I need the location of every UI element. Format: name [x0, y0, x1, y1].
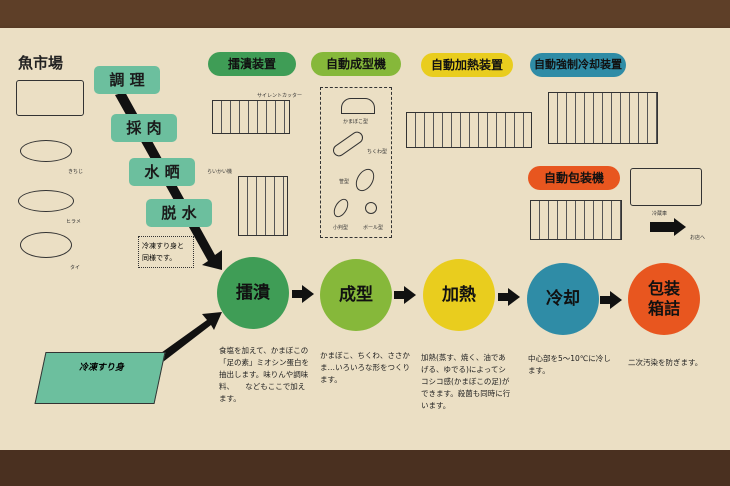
- raikai-machine-illustration: [238, 176, 288, 236]
- flow-arrowhead: [302, 285, 314, 303]
- step-preparation: 調 理: [94, 66, 160, 94]
- cooling-description: 中心部を5〜10℃に冷します。: [528, 354, 611, 375]
- flow-arrowhead: [610, 291, 622, 309]
- leaf-shape-icon: [352, 165, 378, 195]
- silent-cutter-illustration: [212, 100, 290, 134]
- step-water-rinse: 水 晒: [129, 158, 195, 186]
- fish-label: タイ: [70, 265, 81, 271]
- process-packaging: 包装箱詰: [628, 263, 700, 335]
- flow-arrowhead: [508, 288, 520, 306]
- kamaboko-shape-icon: [341, 98, 375, 114]
- ball-shape-icon: [365, 202, 377, 214]
- process-cooling: 冷却: [527, 263, 599, 335]
- flow-arrow: [394, 291, 404, 299]
- process-heating: 加熱: [423, 259, 495, 331]
- shape-label: 小判型: [333, 225, 349, 231]
- fish-icon: [20, 232, 72, 258]
- packaging-machine-illustration: [530, 200, 622, 240]
- process-packaging-label: 包装箱詰: [647, 279, 680, 318]
- fish-icon: [20, 140, 72, 162]
- grinding-description: 食塩を加えて、かまぼこの「足の素」ミオシン蛋白を抽出します。味りんや調味料、 な…: [219, 346, 309, 403]
- to-store-arrowhead: [674, 218, 686, 236]
- truck-icon: [16, 80, 84, 116]
- heating-description: 加熱(蒸す、焼く、油であげる、ゆでる)によってシコシコ感(かまぼこの足)ができま…: [421, 353, 511, 410]
- to-store-arrow: [650, 222, 674, 232]
- note-box: 冷凍すり身と同様です。: [138, 236, 194, 268]
- chikuwa-shape-icon: [330, 129, 366, 159]
- step-meat-extraction: 採 肉: [111, 114, 177, 142]
- flow-arrow: [600, 296, 610, 304]
- cutter-label: サイレントカッター: [257, 93, 303, 99]
- cooling-machine-illustration: [548, 92, 658, 144]
- shape-box: かまぼこ型 ちくわ型 笹型 小判型 ボール型: [320, 87, 392, 238]
- shape-label: 笹型: [339, 179, 350, 185]
- fish-label: ヒラメ: [66, 219, 81, 225]
- fish-icon: [18, 190, 74, 212]
- process-grinding: 擂潰: [217, 257, 289, 329]
- label-cooling-machine: 自動強制冷却装置: [530, 53, 626, 77]
- process-forming: 成型: [320, 259, 392, 331]
- packaging-description: 二次汚染を防ぎます。: [628, 358, 703, 367]
- to-store-label: お店へ: [690, 235, 706, 241]
- fish-label: きちじ: [68, 169, 84, 175]
- label-forming-machine: 自動成型機: [311, 52, 401, 76]
- heating-machine-illustration: [406, 112, 532, 148]
- frozen-surimi-block: 冷凍すり身: [34, 352, 166, 404]
- flow-arrowhead: [404, 286, 416, 304]
- flow-arrow: [498, 293, 508, 301]
- shape-label: ちくわ型: [367, 149, 388, 155]
- flow-arrow: [292, 290, 302, 298]
- step-dehydration: 脱 水: [146, 199, 212, 227]
- forming-description: かまぼこ、ちくわ、ささかま…いろいろな形をつくります。: [320, 351, 410, 384]
- label-grinding-machine: 擂潰装置: [208, 52, 296, 76]
- fish-market-title: 魚市場: [18, 54, 64, 72]
- shape-label: かまぼこ型: [343, 119, 369, 125]
- label-heating-machine: 自動加熱装置: [421, 53, 513, 77]
- shape-label: ボール型: [363, 225, 384, 231]
- oval-shape-icon: [330, 196, 352, 220]
- floor: [0, 450, 730, 486]
- refrigerated-truck-icon: [630, 168, 702, 206]
- truck-label: 冷蔵車: [652, 211, 668, 217]
- label-packaging-machine: 自動包装機: [528, 166, 620, 190]
- raikai-label: らいかい機: [207, 169, 233, 175]
